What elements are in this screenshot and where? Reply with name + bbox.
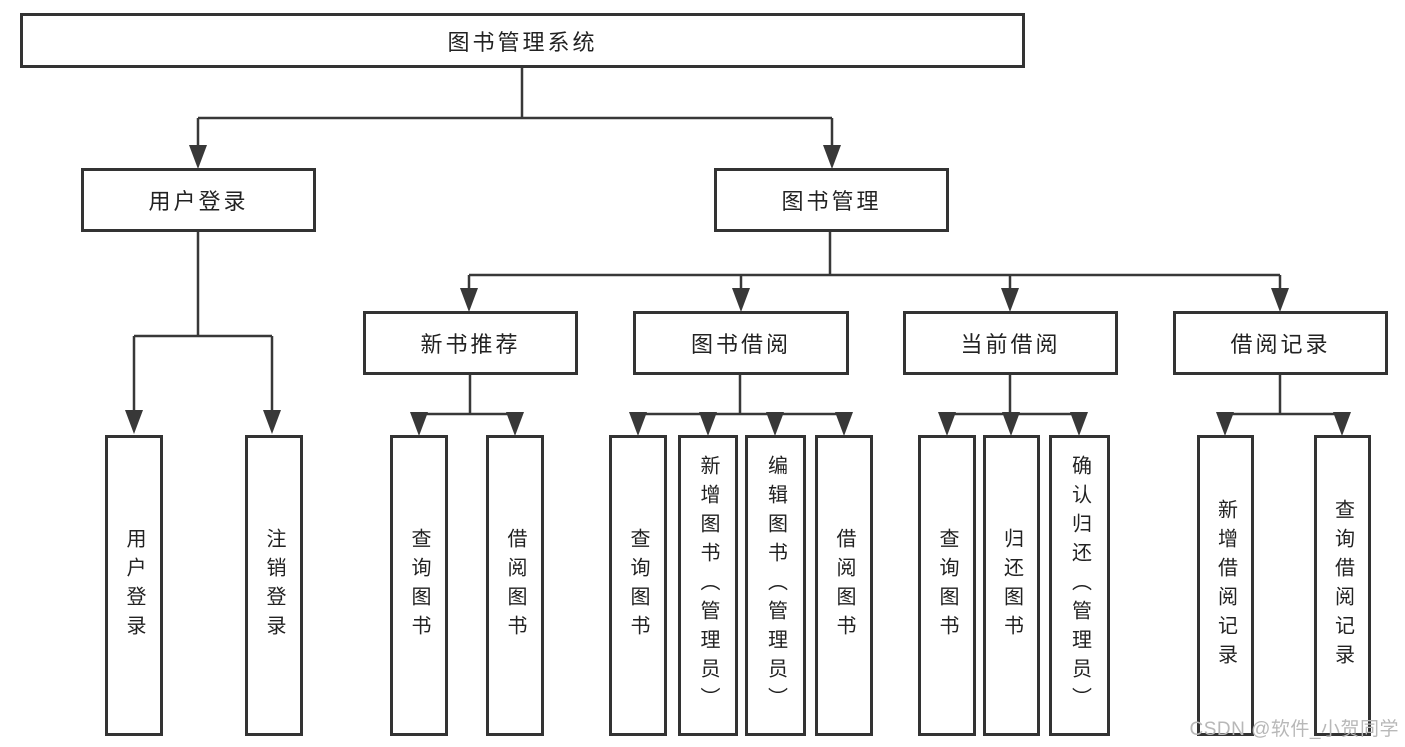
node-user-login: 用户登录 bbox=[81, 168, 316, 232]
leaf-query-books-recommend-label: 查询图书 bbox=[408, 527, 430, 644]
leaf-user-login-label: 用户登录 bbox=[123, 527, 145, 644]
leaf-borrow-books: 借阅图书 bbox=[815, 435, 873, 736]
leaf-confirm-return-admin: 确认归还（管理员） bbox=[1049, 435, 1110, 736]
node-root-label: 图书管理系统 bbox=[447, 29, 598, 55]
node-book-management: 图书管理 bbox=[714, 168, 949, 232]
node-book-management-label: 图书管理 bbox=[781, 189, 882, 214]
leaf-edit-book-admin: 编辑图书（管理员） bbox=[745, 435, 806, 736]
node-book-borrow: 图书借阅 bbox=[633, 311, 849, 375]
node-borrow-records-label: 借阅记录 bbox=[1230, 332, 1331, 357]
leaf-edit-book-admin-label: 编辑图书（管理员） bbox=[764, 455, 787, 716]
leaf-return-books: 归还图书 bbox=[983, 435, 1040, 736]
leaf-logout: 注销登录 bbox=[245, 435, 303, 736]
node-book-borrow-label: 图书借阅 bbox=[690, 332, 791, 357]
leaf-query-borrow-record: 查询借阅记录 bbox=[1314, 435, 1371, 736]
node-user-login-label: 用户登录 bbox=[148, 189, 249, 214]
node-new-book-recommend: 新书推荐 bbox=[363, 311, 578, 375]
leaf-confirm-return-admin-label: 确认归还（管理员） bbox=[1068, 455, 1091, 716]
node-current-borrow-label: 当前借阅 bbox=[960, 332, 1061, 357]
leaf-borrow-books-recommend-label: 借阅图书 bbox=[504, 527, 526, 644]
node-root: 图书管理系统 bbox=[20, 13, 1025, 68]
leaf-query-books-current: 查询图书 bbox=[918, 435, 976, 736]
node-new-book-recommend-label: 新书推荐 bbox=[420, 332, 521, 357]
leaf-borrow-books-recommend: 借阅图书 bbox=[486, 435, 544, 736]
leaf-query-books-borrow: 查询图书 bbox=[609, 435, 667, 736]
node-current-borrow: 当前借阅 bbox=[903, 311, 1118, 375]
leaf-add-book-admin: 新增图书（管理员） bbox=[678, 435, 738, 736]
leaf-query-borrow-record-label: 查询借阅记录 bbox=[1331, 498, 1354, 673]
leaf-add-borrow-record-label: 新增借阅记录 bbox=[1214, 498, 1237, 673]
leaf-add-book-admin-label: 新增图书（管理员） bbox=[697, 455, 719, 716]
leaf-query-books-recommend: 查询图书 bbox=[390, 435, 448, 736]
leaf-query-books-current-label: 查询图书 bbox=[936, 527, 958, 644]
leaf-logout-label: 注销登录 bbox=[263, 527, 285, 644]
leaf-borrow-books-label: 借阅图书 bbox=[833, 527, 855, 644]
leaf-user-login: 用户登录 bbox=[105, 435, 163, 736]
watermark: CSDN @软件_小贺同学 bbox=[1189, 719, 1399, 740]
leaf-query-books-borrow-label: 查询图书 bbox=[627, 527, 649, 644]
arrowheads bbox=[125, 145, 1351, 436]
leaf-add-borrow-record: 新增借阅记录 bbox=[1197, 435, 1254, 736]
node-borrow-records: 借阅记录 bbox=[1173, 311, 1388, 375]
leaf-return-books-label: 归还图书 bbox=[1000, 527, 1023, 644]
